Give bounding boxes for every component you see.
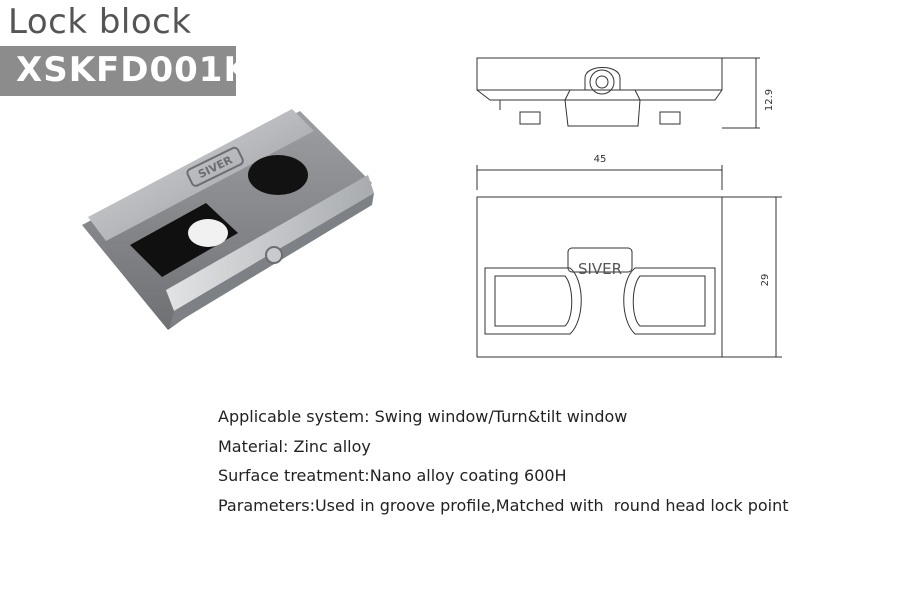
drawing-logo-text: SIVER: [578, 260, 622, 278]
dim-height-side: 12.9: [764, 89, 775, 111]
side-view: [476, 57, 723, 127]
spec-material: Material: Zinc alloy: [218, 436, 371, 456]
dim-height-top: 29: [760, 274, 771, 287]
spec-surface-treatment: Surface treatment:Nano alloy coating 600…: [218, 466, 567, 485]
product-photo: SIVER: [82, 109, 374, 330]
technical-drawing: SIVER 12.9 45 29: [476, 57, 782, 358]
product-title: Lock block: [8, 2, 192, 42]
product-code: XSKFD001K: [16, 50, 251, 90]
spec-list: Applicable system: Swing window/Turn&til…: [218, 402, 789, 520]
spec-parameters: Parameters:Used in groove profile,Matche…: [218, 495, 789, 515]
top-view: [476, 196, 723, 358]
product-code-banner: XSKFD001K: [0, 46, 250, 96]
spec-applicable-system: Applicable system: Swing window/Turn&til…: [218, 407, 628, 426]
dim-width: 45: [594, 154, 607, 165]
